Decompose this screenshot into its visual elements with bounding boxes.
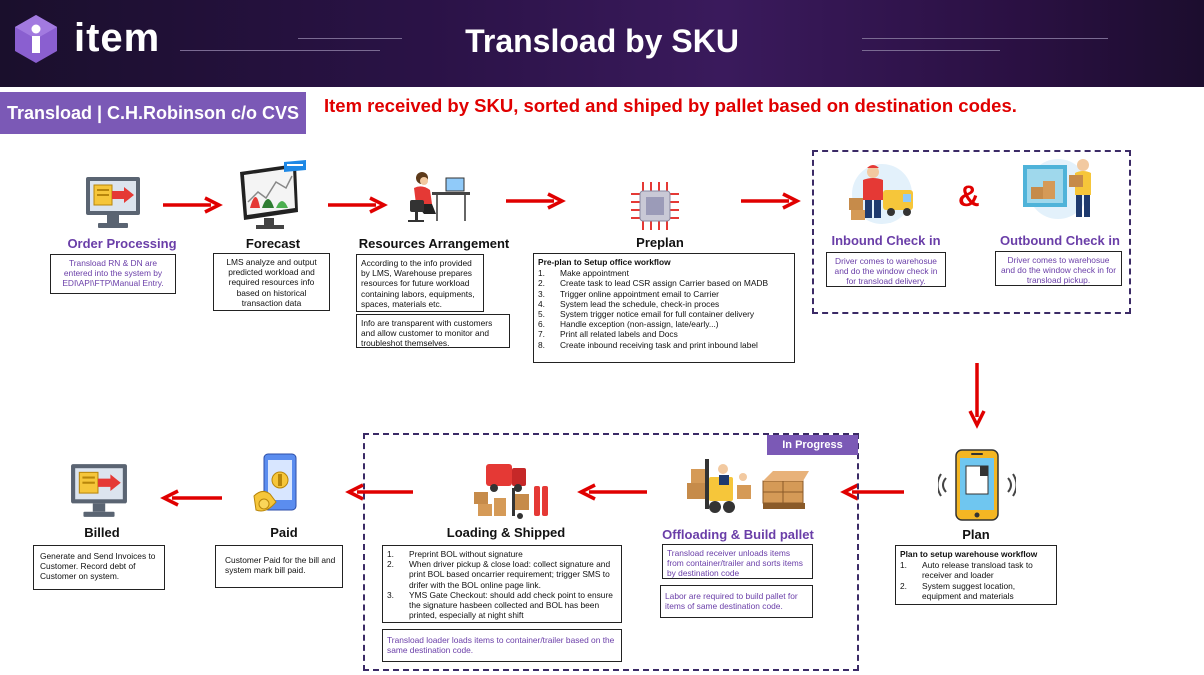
- preplan-box: Pre-plan to Setup office workflow 1.Make…: [533, 253, 795, 363]
- item-logo-icon: [13, 14, 59, 64]
- logo-text: item: [74, 16, 161, 60]
- step-label-plan: Plan: [962, 527, 990, 542]
- worker-desk-icon: [402, 170, 472, 226]
- list-item: 3.Trigger online appointment email to Ca…: [538, 288, 719, 299]
- resources-transparency-box: Info are transparent with customers and …: [356, 314, 510, 348]
- divider-line: [862, 50, 1000, 51]
- flow-arrow-left: [343, 483, 413, 501]
- list-item: 4.System lead the schedule, check-in pro…: [538, 298, 720, 309]
- divider-line: [862, 38, 1108, 39]
- step-label-paid: Paid: [270, 525, 298, 540]
- pallet-forklift-icon: [683, 455, 809, 517]
- plan-box: Plan to setup warehouse workflow 1.Auto …: [895, 545, 1057, 605]
- computer-document-icon: [84, 175, 142, 231]
- list-item: 1.Auto release transload task to receive…: [900, 560, 1033, 581]
- step-label-inbound: Inbound Check in: [831, 233, 941, 248]
- chip-icon: [629, 180, 681, 232]
- order-processing-box: Transload RN & DN are entered into the s…: [50, 254, 176, 294]
- list-item: 5.System trigger notice email for full c…: [538, 309, 755, 320]
- step-label-outbound: Outbound Check in: [1000, 233, 1120, 248]
- step-label-forecast: Forecast: [245, 236, 301, 251]
- step-label-resources: Resources Arrangement: [358, 236, 510, 251]
- flow-arrow-right: [506, 192, 568, 210]
- forecast-box: LMS analyze and output predicted workloa…: [213, 253, 330, 311]
- list-item: 2.Create task to lead CSR assign Carrier…: [538, 278, 769, 289]
- list-item: 1.Preprint BOL without signature: [387, 549, 523, 559]
- list-item: 6.Handle exception (non-assign, late/ear…: [538, 319, 719, 330]
- list-item: 2.System suggest location, equipment and…: [900, 580, 1016, 601]
- loading-box: 1.Preprint BOL without signature 2.When …: [382, 545, 622, 623]
- offloading-pallet-box: Labor are required to build pallet for i…: [660, 585, 813, 618]
- header-banner: [0, 0, 1204, 87]
- billed-box: Generate and Send Invoices to Customer. …: [33, 545, 165, 590]
- list-item: 8.Create inbound receiving task and prin…: [538, 339, 758, 350]
- flow-arrow-right: [163, 196, 225, 214]
- flow-arrow-left: [838, 483, 904, 501]
- list-item: 7.Print all related labels and Docs: [538, 329, 678, 340]
- step-label-order-processing: Order Processing: [67, 236, 177, 251]
- flow-arrow-right: [741, 192, 803, 210]
- in-progress-frame: [363, 433, 859, 671]
- hand-truck-loading-icon: [472, 458, 552, 520]
- status-badge: In Progress: [767, 435, 858, 455]
- delivery-truck-icon: [845, 160, 919, 226]
- list-item: 1.Make appointment: [538, 268, 629, 279]
- offloading-box: Transload receiver unloads items from co…: [662, 544, 813, 579]
- list-item: 3.YMS Gate Checkout: should add check po…: [387, 589, 613, 621]
- step-label-offloading: Offloading & Build pallet: [662, 527, 814, 542]
- analytics-monitor-icon: [234, 158, 308, 230]
- flow-arrow-right: [328, 196, 390, 214]
- check-in-frame: [812, 150, 1131, 314]
- step-label-loading: Loading & Shipped: [446, 525, 566, 540]
- flow-arrow-left: [575, 483, 647, 501]
- list-item: 2.When driver pickup & close load: colle…: [387, 559, 611, 590]
- headline: Item received by SKU, sorted and shiped …: [324, 95, 1017, 116]
- divider-line: [180, 50, 380, 51]
- plan-box-title: Plan to setup warehouse workflow: [900, 549, 1038, 559]
- flow-arrow-left: [158, 489, 222, 507]
- divider-line: [298, 38, 402, 39]
- outbound-box: Driver comes to warehosue and do the win…: [995, 251, 1122, 286]
- mobile-payment-icon: [252, 452, 302, 518]
- smartphone-icon: [938, 448, 1016, 522]
- inbound-box: Driver comes to warehosue and do the win…: [826, 252, 946, 287]
- paid-box: Customer Paid for the bill and system ma…: [215, 545, 343, 588]
- loading-loader-box: Transload loader loads items to containe…: [382, 629, 622, 662]
- and-symbol: &: [958, 180, 980, 213]
- resources-box: According to the info provided by LMS, W…: [356, 254, 484, 312]
- computer-document-icon: [68, 462, 130, 520]
- step-label-billed: Billed: [84, 525, 120, 540]
- flow-arrow-down: [968, 363, 986, 431]
- client-tag: Transload | C.H.Robinson c/o CVS: [0, 92, 306, 134]
- page-title: Transload by SKU: [465, 23, 739, 59]
- step-label-preplan: Preplan: [636, 235, 684, 250]
- preplan-box-title: Pre-plan to Setup office workflow: [538, 257, 671, 267]
- warehouse-workers-icon: [1015, 153, 1101, 221]
